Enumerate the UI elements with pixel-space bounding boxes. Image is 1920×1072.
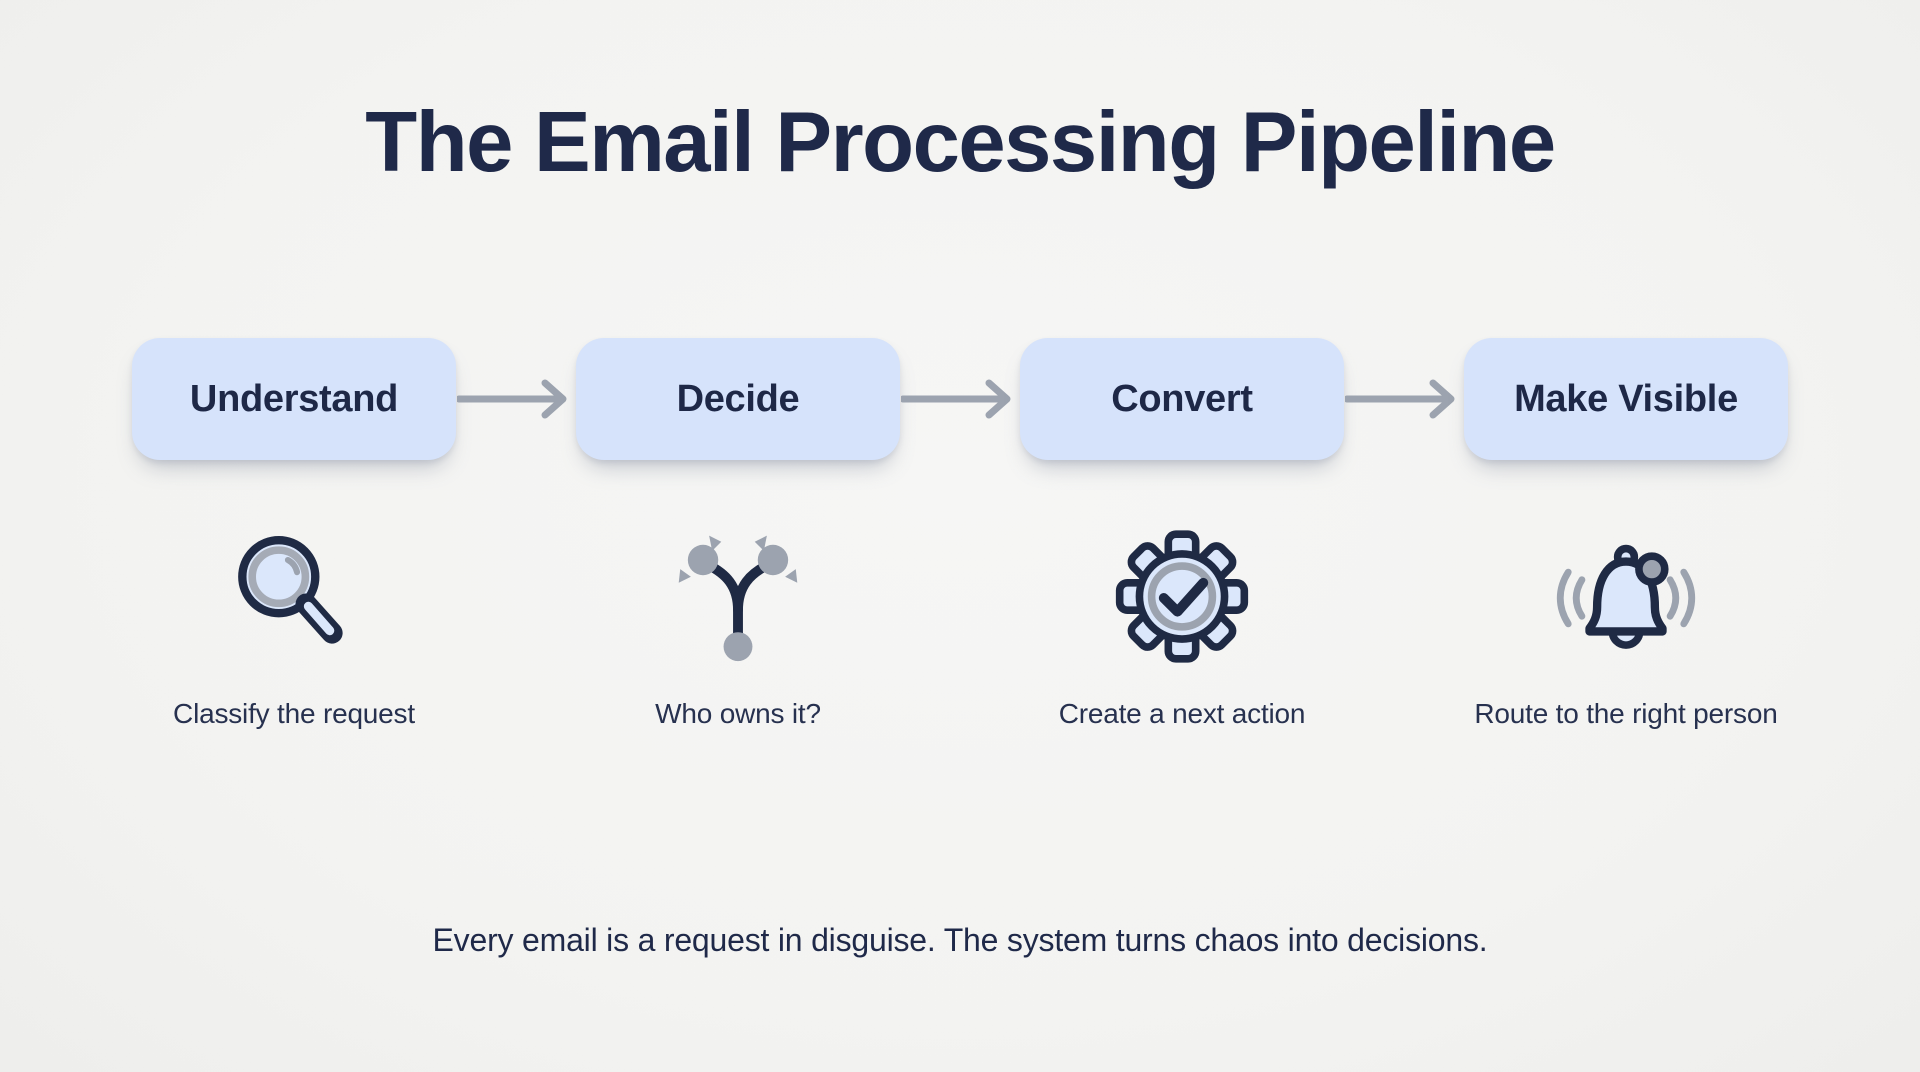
magnifier-icon bbox=[238, 536, 343, 644]
stage-box-convert: Convert bbox=[1020, 338, 1344, 460]
stage-label: Convert bbox=[1111, 377, 1253, 420]
stage-icon-cell bbox=[576, 522, 900, 674]
arrow-connector bbox=[900, 338, 1020, 460]
stage-label: Make Visible bbox=[1514, 377, 1738, 420]
branch-icon bbox=[678, 535, 798, 662]
stage-label: Decide bbox=[676, 377, 800, 420]
stage-box-make-visible: Make Visible bbox=[1464, 338, 1788, 460]
stage-box-understand: Understand bbox=[132, 338, 456, 460]
arrow-right-icon bbox=[457, 379, 567, 419]
stage-icon-cell bbox=[1464, 522, 1788, 674]
stage-caption: Classify the request bbox=[173, 698, 415, 729]
arrow-right-icon bbox=[901, 379, 1011, 419]
bell-icon bbox=[1556, 544, 1696, 649]
arrow-connector bbox=[1344, 338, 1464, 460]
gear-check-icon bbox=[1115, 530, 1249, 663]
stage-box-decide: Decide bbox=[576, 338, 900, 460]
stage-label: Understand bbox=[189, 377, 399, 420]
page-title: The Email Processing Pipeline bbox=[365, 95, 1556, 190]
pipeline-diagram: Understand Decide Convert bbox=[132, 338, 1788, 730]
footer-tagline: Every email is a request in disguise. Th… bbox=[432, 922, 1488, 958]
infographic-canvas: The Email Processing Pipeline Understand… bbox=[0, 92, 1920, 1072]
stage-icon-cell bbox=[1020, 522, 1344, 674]
arrow-right-icon bbox=[1345, 379, 1455, 419]
arrow-connector bbox=[456, 338, 576, 460]
stage-caption: Create a next action bbox=[1058, 698, 1306, 729]
stage-icon-cell bbox=[132, 522, 456, 674]
stage-caption: Route to the right person bbox=[1474, 698, 1778, 729]
stage-caption: Who owns it? bbox=[655, 698, 821, 729]
